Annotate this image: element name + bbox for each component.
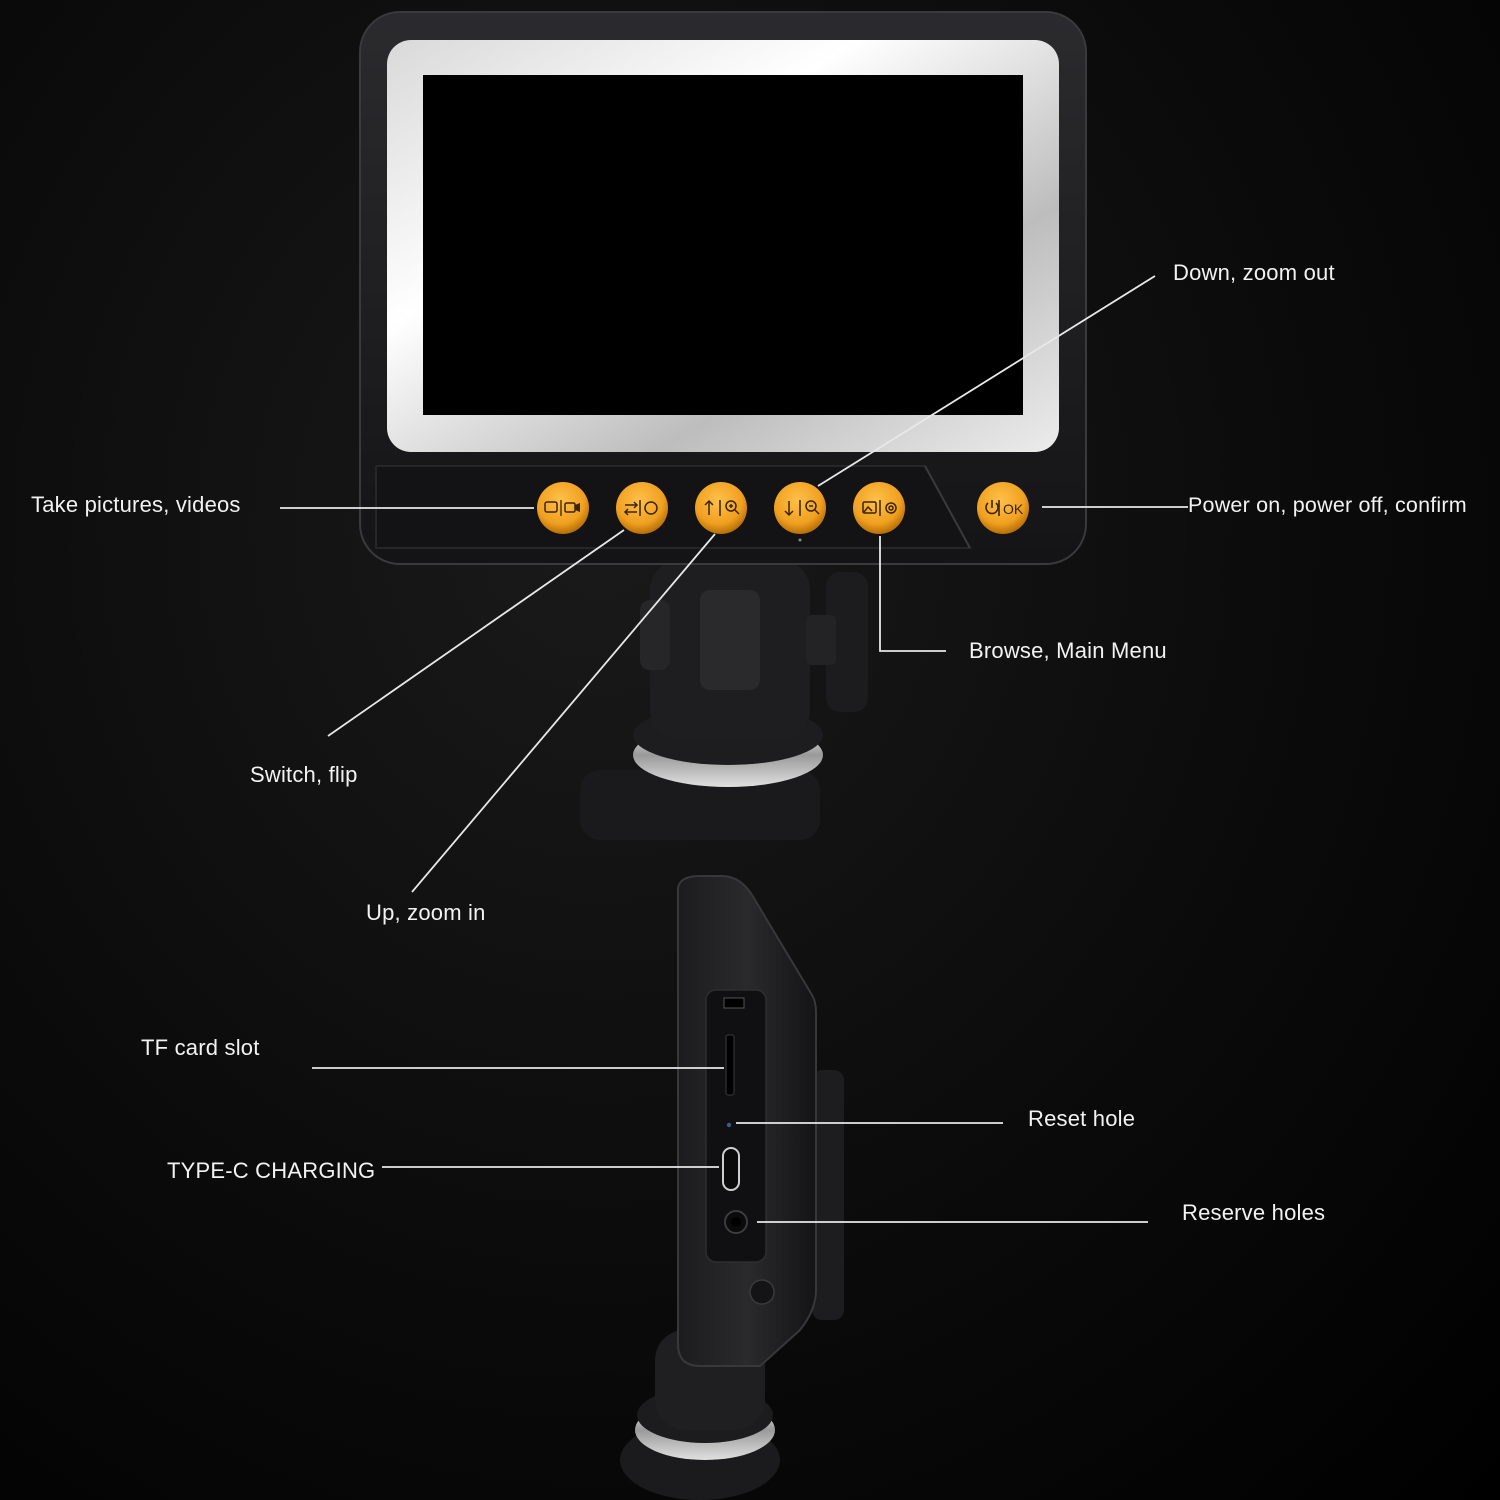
power-icon — [985, 500, 1000, 516]
label-reserve-holes: Reserve holes — [1182, 1200, 1326, 1225]
leader-lines — [280, 275, 1188, 1223]
leader-up — [411, 533, 716, 893]
browse-menu-button[interactable] — [853, 482, 905, 534]
leader-browse — [879, 536, 946, 652]
leader-down — [817, 275, 1156, 487]
leader-switch — [327, 529, 625, 737]
label-tf-card: TF card slot — [141, 1035, 260, 1060]
reset-hole[interactable] — [726, 1122, 732, 1128]
power-ok-button[interactable]: OK — [977, 482, 1029, 534]
label-reset-hole: Reset hole — [1028, 1106, 1136, 1131]
capture-button[interactable] — [537, 482, 589, 534]
down-zoom-out-button[interactable] — [774, 482, 826, 534]
stand-top — [580, 560, 868, 840]
tf-card-slot[interactable] — [725, 1034, 735, 1096]
side-view-device — [620, 875, 844, 1500]
label-switch-flip: Switch, flip — [250, 762, 358, 787]
camera-icon — [544, 501, 558, 513]
label-type-c: TYPE-C CHARGING — [167, 1158, 376, 1183]
ok-text: OK — [1003, 501, 1024, 517]
up-zoom-in-button[interactable] — [695, 482, 747, 534]
down-zoom-out-icon — [784, 500, 820, 517]
switch-button[interactable] — [616, 482, 668, 534]
label-take-pictures: Take pictures, videos — [31, 492, 241, 517]
label-up-zoom-in: Up, zoom in — [366, 900, 486, 925]
label-browse-menu: Browse, Main Menu — [969, 638, 1167, 663]
up-zoom-in-icon — [704, 499, 740, 516]
display-screen — [423, 75, 1023, 415]
switch-flip-icon — [623, 500, 658, 516]
label-down-zoom-out: Down, zoom out — [1173, 260, 1335, 285]
gallery-settings-icon — [862, 500, 897, 516]
type-c-port[interactable] — [722, 1147, 740, 1191]
label-power: Power on, power off, confirm — [1188, 493, 1467, 517]
